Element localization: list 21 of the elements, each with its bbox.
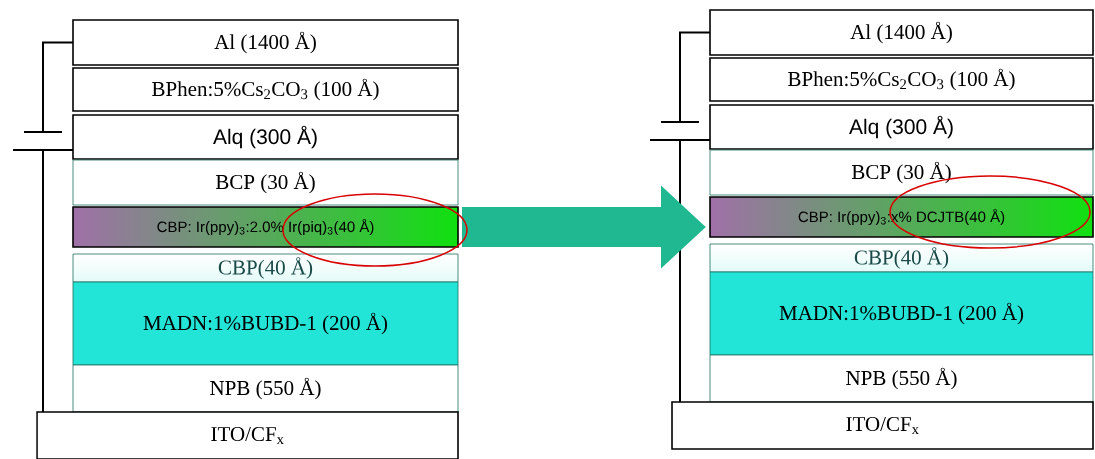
battery-symbol (12, 131, 74, 151)
layer-box: ITO/CF$_{x}$ (671, 401, 1094, 450)
layer-box: Al (1400 Å) (709, 9, 1094, 56)
layer-box: BPhen:5%Cs$_{2}$CO$_{3}$ (100 Å) (709, 57, 1094, 102)
layer-box: Alq (300 Å) (72, 114, 459, 160)
wire (42, 149, 44, 413)
layer-box: ITO/CF$_{x}$ (36, 411, 459, 459)
layer-box: BCP (30 Å) (709, 149, 1094, 196)
layer-box: MADN:1%BUBD-1 (200 Å) (72, 281, 459, 366)
wire (679, 31, 711, 123)
layer-box: Al (1400 Å) (72, 19, 459, 66)
layer-box: BCP (30 Å) (72, 159, 459, 206)
layer-box: MADN:1%BUBD-1 (200 Å) (709, 271, 1094, 356)
wire (42, 41, 74, 133)
battery-symbol (649, 121, 711, 141)
layer-box: CBP(40 Å) (709, 243, 1094, 273)
layer-box: CBP(40 Å) (72, 253, 459, 283)
layer-box: BPhen:5%Cs$_{2}$CO$_{3}$ (100 Å) (72, 67, 459, 112)
layer-box: NPB (550 Å) (72, 364, 459, 413)
layer-box: Alq (300 Å) (709, 104, 1094, 150)
layer-box: NPB (550 Å) (709, 354, 1094, 403)
